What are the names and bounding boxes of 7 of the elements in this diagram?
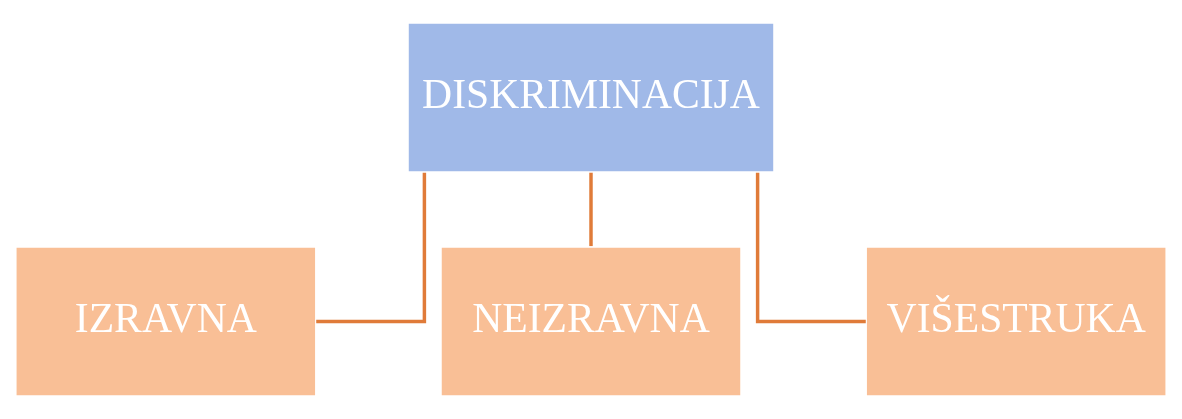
connector <box>755 172 866 324</box>
node-box: IZRAVNA <box>14 245 317 397</box>
node-box: NEIZRAVNA <box>440 245 742 397</box>
connector <box>589 172 593 247</box>
connector <box>316 172 427 324</box>
node-box: DISKRIMINACIJA <box>407 22 775 174</box>
node-box: VIŠESTRUKA <box>865 245 1168 397</box>
